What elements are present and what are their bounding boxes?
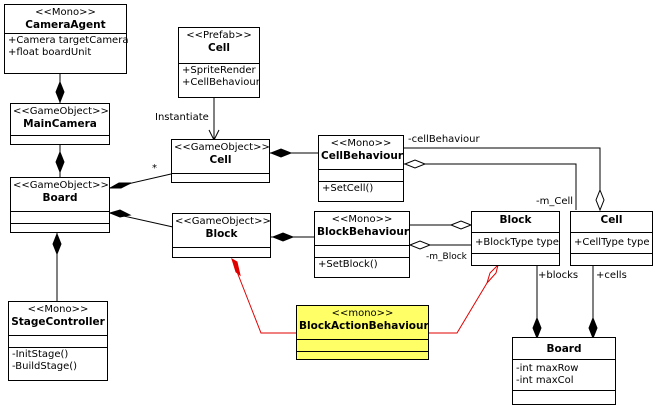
class-gameobject-board[interactable]: <<GameObject>> Board	[10, 177, 110, 233]
attributes-section: +BlockType type	[472, 232, 559, 253]
class-block[interactable]: Block +BlockType type	[471, 211, 560, 266]
class-gameobject-block[interactable]: <<GameObject>> Block	[172, 213, 271, 258]
operations-section: +SetCell()	[319, 181, 403, 196]
operations-section	[472, 253, 559, 265]
label-blocks-role: +blocks	[538, 270, 579, 281]
attributes-section: -int maxRow -int maxCol	[513, 359, 615, 390]
attributes-section	[173, 247, 270, 259]
stereotype: <<GameObject>>	[174, 142, 270, 153]
class-name: Block	[205, 228, 238, 240]
attributes-section: +SpriteRender +CellBehaviour	[179, 63, 260, 90]
attributes-section	[172, 173, 269, 185]
class-main-camera[interactable]: <<GameObject>> MainCamera	[10, 103, 110, 145]
class-name: Cell	[600, 214, 623, 226]
attribute: -int maxCol	[516, 375, 574, 386]
composition-diamond-icon	[55, 150, 65, 174]
attributes-section	[9, 335, 107, 347]
operations-section	[513, 390, 615, 402]
composition-diamond-red-icon	[231, 257, 241, 277]
composition-diamond-icon	[588, 316, 598, 340]
edge-cell-cellbehaviour	[404, 163, 577, 210]
stereotype: <<GameObject>>	[175, 216, 271, 227]
aggregation-diamond-icon	[408, 240, 432, 250]
attribute: -int maxRow	[516, 363, 579, 374]
label-cellbehaviour-role: -cellBehaviour	[408, 134, 480, 145]
operations-section	[11, 223, 109, 235]
composition-diamond-icon	[108, 209, 132, 218]
composition-diamond-icon	[55, 80, 65, 104]
stereotype: <<Mono>>	[331, 214, 393, 225]
class-block-action-behaviour[interactable]: <<mono>> BlockActionBehaviour	[296, 305, 429, 360]
operation: -BuildStage()	[12, 361, 78, 372]
operation: -InitStage()	[12, 349, 69, 360]
attribute: +Camera targetCamera	[8, 35, 129, 46]
attributes-section	[315, 245, 409, 257]
label-multiplicity: *	[152, 163, 157, 174]
stereotype: <<mono>>	[331, 308, 394, 319]
class-name: Board	[42, 192, 78, 204]
composition-diamond-icon	[52, 232, 62, 256]
attributes-section: +Camera targetCamera +float boardUnit	[5, 33, 129, 60]
edge-block-blockaction	[428, 282, 488, 334]
class-camera-agent[interactable]: <<Mono>> CameraAgent +Camera targetCamer…	[4, 4, 129, 74]
stereotype: <<GameObject>>	[13, 106, 109, 117]
composition-diamond-icon	[108, 182, 132, 189]
aggregation-diamond-icon	[595, 188, 605, 212]
class-name: CameraAgent	[25, 19, 106, 31]
operations-section	[297, 351, 428, 363]
stereotype: <<Mono>>	[35, 7, 96, 18]
class-name: BlockActionBehaviour	[299, 320, 429, 332]
aggregation-diamond-icon	[403, 159, 427, 169]
composition-diamond-icon	[271, 232, 295, 242]
label-instantiate: Instantiate	[155, 112, 209, 123]
attributes-section	[319, 169, 403, 181]
attribute: +CellBehaviour	[182, 77, 260, 88]
class-board[interactable]: Board -int maxRow -int maxCol	[512, 337, 616, 405]
attributes-section	[11, 135, 109, 147]
class-cell[interactable]: Cell +CellType type	[570, 211, 653, 266]
aggregation-diamond-red-icon	[486, 263, 499, 284]
class-gameobject-cell[interactable]: <<GameObject>> Cell	[171, 139, 270, 183]
operation: +SetBlock()	[318, 259, 378, 270]
edge-goblock-blockaction	[231, 258, 297, 334]
class-block-behaviour[interactable]: <<Mono>> BlockBehaviour +SetBlock()	[314, 211, 410, 278]
label-cells-role: +cells	[596, 270, 627, 281]
operations-section	[571, 253, 652, 265]
class-prefab-cell[interactable]: <<Prefab>> Cell +SpriteRender +CellBehav…	[178, 27, 260, 98]
composition-diamond-icon	[269, 148, 293, 158]
class-name: Board	[546, 343, 582, 355]
attribute: +SpriteRender	[182, 65, 256, 76]
stereotype: <<GameObject>>	[13, 180, 109, 191]
class-name: Cell	[207, 42, 231, 54]
composition-diamond-icon	[532, 316, 542, 340]
label-m-cell-role: -m_Cell	[536, 196, 574, 207]
class-cell-behaviour[interactable]: <<Mono>> CellBehaviour +SetCell()	[318, 135, 404, 202]
aggregation-diamond-icon	[449, 220, 473, 230]
attribute: +CellType type	[574, 237, 650, 248]
operations-section: +SetBlock()	[315, 257, 409, 272]
label-m-block-role: -m_Block	[426, 252, 467, 262]
attributes-section	[297, 339, 428, 351]
stereotype: <<Mono>>	[330, 138, 392, 149]
class-stage-controller[interactable]: <<Mono>> StageController -InitStage() -B…	[8, 301, 108, 381]
class-name: BlockBehaviour	[317, 226, 410, 238]
operation: +SetCell()	[322, 183, 374, 194]
class-name: Cell	[209, 154, 232, 166]
class-name: Block	[499, 214, 532, 226]
attributes-section	[11, 211, 109, 223]
class-name: StageController	[11, 316, 105, 328]
edge-cellbehaviour-cell	[404, 147, 601, 191]
operations-section: -InitStage() -BuildStage()	[9, 347, 107, 374]
attribute: +BlockType type	[475, 237, 559, 248]
stereotype: <<Mono>>	[27, 304, 89, 315]
attributes-section: +CellType type	[571, 232, 652, 253]
class-name: CellBehaviour	[321, 150, 404, 162]
class-name: MainCamera	[23, 118, 97, 130]
attribute: +float boardUnit	[8, 47, 92, 58]
stereotype: <<Prefab>>	[186, 30, 252, 41]
